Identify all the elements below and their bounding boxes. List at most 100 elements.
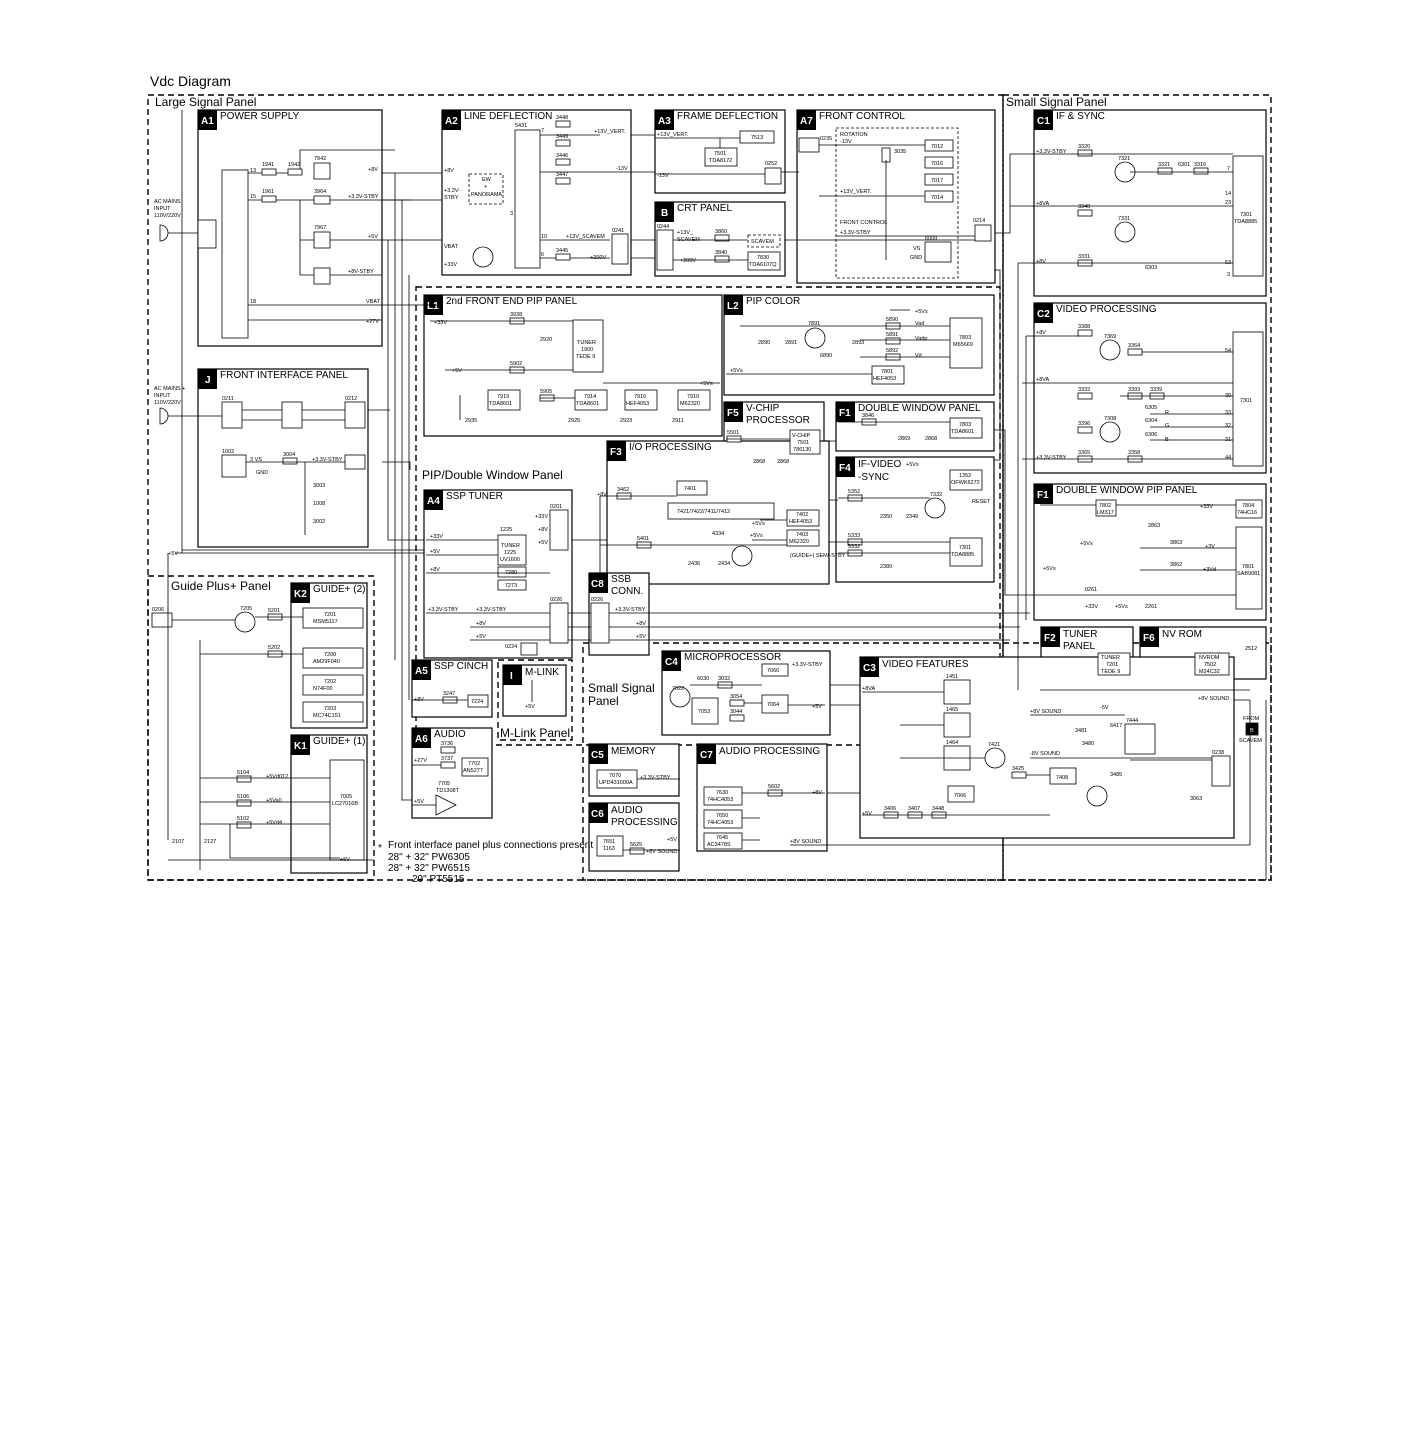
- svg-text:3449: 3449: [556, 134, 568, 140]
- svg-text:TUNER: TUNER: [501, 543, 520, 549]
- svg-text:+5Vs: +5Vs: [915, 309, 928, 315]
- badge-c2: C2: [1037, 309, 1050, 320]
- svg-text:M62320: M62320: [789, 539, 809, 545]
- svg-text:AN5277: AN5277: [463, 768, 483, 774]
- svg-text:+3.3V-STBY: +3.3V-STBY: [348, 194, 379, 200]
- svg-text:74HC16: 74HC16: [1237, 510, 1257, 516]
- title-a2: LINE DEFLECTION: [464, 111, 552, 122]
- svg-text:+8VA: +8VA: [1036, 201, 1050, 207]
- svg-text:TEDE 9: TEDE 9: [576, 354, 595, 360]
- svg-text:5201: 5201: [268, 608, 280, 614]
- svg-text:5905: 5905: [540, 389, 552, 395]
- badge-f3: F3: [610, 447, 622, 458]
- svg-text:2863: 2863: [1148, 523, 1160, 529]
- svg-text:0226: 0226: [550, 597, 562, 603]
- svg-text:+8V: +8V: [368, 167, 378, 173]
- svg-text:7224: 7224: [471, 699, 483, 705]
- svg-text:1008: 1008: [313, 501, 325, 507]
- svg-text:3462: 3462: [617, 487, 629, 493]
- svg-text:7016: 7016: [931, 161, 943, 167]
- svg-text:0238: 0238: [1212, 750, 1224, 756]
- svg-text:+5V: +5V: [667, 837, 677, 843]
- badge-f1b: F1: [1037, 490, 1049, 501]
- svg-text:+5Vs: +5Vs: [730, 368, 743, 374]
- svg-text:74HC4053: 74HC4053: [707, 820, 733, 826]
- title-i: M-LINK: [525, 667, 559, 678]
- svg-text:3860: 3860: [715, 229, 727, 235]
- block-i: I M-LINK: [502, 664, 567, 717]
- svg-text:0241: 0241: [612, 228, 624, 234]
- svg-text:OFWK6272: OFWK6272: [951, 480, 980, 486]
- svg-text:54: 54: [1225, 348, 1231, 354]
- svg-text:TDA8885: TDA8885: [1234, 219, 1257, 225]
- svg-text:5332: 5332: [848, 544, 860, 550]
- svg-text:+33V: +33V: [434, 320, 447, 326]
- c4-internals: 7066 +3.3V-STBY 6030 3032 7022 3054 3044…: [669, 662, 825, 725]
- svg-text:3485: 3485: [1110, 772, 1122, 778]
- svg-text:-13V: -13V: [616, 166, 628, 172]
- svg-text:-8V SOUND: -8V SOUND: [1030, 751, 1060, 757]
- svg-text:7022: 7022: [672, 686, 684, 692]
- title-f2-2: PANEL: [1063, 641, 1095, 652]
- svg-text:5333: 5333: [848, 533, 860, 539]
- svg-text:+5V: +5V: [812, 704, 822, 710]
- svg-text:TDA8601: TDA8601: [951, 429, 974, 435]
- title-f4: IF-VIDEO: [858, 459, 902, 470]
- svg-text:2261: 2261: [1145, 604, 1157, 610]
- svg-text:TDA8601: TDA8601: [489, 401, 512, 407]
- svg-text:3480: 3480: [1082, 741, 1094, 747]
- svg-text:5102: 5102: [237, 816, 249, 822]
- badge-c1: C1: [1037, 116, 1050, 127]
- svg-text:5104: 5104: [237, 770, 249, 776]
- svg-text:+8V: +8V: [636, 621, 646, 627]
- large-signal-label: Large Signal Panel: [155, 95, 256, 109]
- svg-text:7914: 7914: [584, 394, 596, 400]
- a5-i-internals: +8V 3247 7224 +5V: [412, 680, 535, 710]
- guide-plus-group: [147, 575, 375, 881]
- svg-text:5202: 5202: [268, 645, 280, 651]
- title-k2: GUIDE+ (2): [313, 584, 366, 595]
- svg-text:7301: 7301: [1240, 398, 1252, 404]
- svg-text:+8V SOUND: +8V SOUND: [1198, 696, 1229, 702]
- svg-text:7017: 7017: [931, 178, 943, 184]
- svg-text:5106: 5106: [237, 794, 249, 800]
- svg-text:5431: 5431: [515, 123, 527, 129]
- title-b: CRT PANEL: [677, 203, 732, 214]
- svg-text:2869: 2869: [898, 436, 910, 442]
- svg-text:Vadp: Vadp: [915, 336, 927, 342]
- svg-text:3445: 3445: [556, 248, 568, 254]
- svg-text:10: 10: [541, 234, 547, 240]
- svg-text:7: 7: [1227, 166, 1230, 172]
- svg-text:7421: 7421: [988, 742, 1000, 748]
- svg-text:TDA8885: TDA8885: [951, 552, 974, 558]
- badge-c5: C5: [591, 750, 604, 761]
- svg-text:7201: 7201: [324, 612, 336, 618]
- svg-text:14: 14: [1225, 191, 1231, 197]
- svg-text:SCAVEM: SCAVEM: [1239, 738, 1262, 744]
- svg-text:7332: 7332: [930, 492, 942, 498]
- badge-f1a: F1: [839, 408, 851, 419]
- svg-text:VS: VS: [913, 246, 921, 252]
- svg-text:TDA6107Q: TDA6107Q: [749, 262, 777, 268]
- block-c2: C2 VIDEO PROCESSING: [1033, 302, 1267, 474]
- svg-text:1942: 1942: [288, 162, 300, 168]
- svg-text:M62320: M62320: [680, 401, 700, 407]
- fc-internals: 0235 ROTATION -13V 3035 7012 7016 7017 7…: [798, 132, 992, 263]
- svg-text:3332: 3332: [1078, 387, 1090, 393]
- svg-text:+13V_VERT.: +13V_VERT.: [840, 189, 872, 195]
- title-c1: IF & SYNC: [1056, 111, 1105, 122]
- block-c4: C4 MICROPROCESSOR: [661, 650, 831, 736]
- title-k1: GUIDE+ (1): [313, 736, 366, 747]
- svg-text:0252: 0252: [765, 161, 777, 167]
- svg-text:VBAT: VBAT: [444, 244, 459, 250]
- badge-a7: A7: [800, 116, 813, 127]
- svg-text:6306: 6306: [1145, 432, 1157, 438]
- svg-text:2434: 2434: [718, 561, 730, 567]
- svg-text:+3.3V-STBY: +3.3V-STBY: [312, 457, 343, 463]
- title-a1: POWER SUPPLY: [220, 111, 300, 122]
- title-f5: V-CHIP: [746, 403, 780, 414]
- title-l1: 2nd FRONT END PIP PANEL: [446, 296, 578, 307]
- crt-internals: 0244 +13V_SCAVEM +200V 3860 3840 SCAVEM …: [656, 224, 781, 271]
